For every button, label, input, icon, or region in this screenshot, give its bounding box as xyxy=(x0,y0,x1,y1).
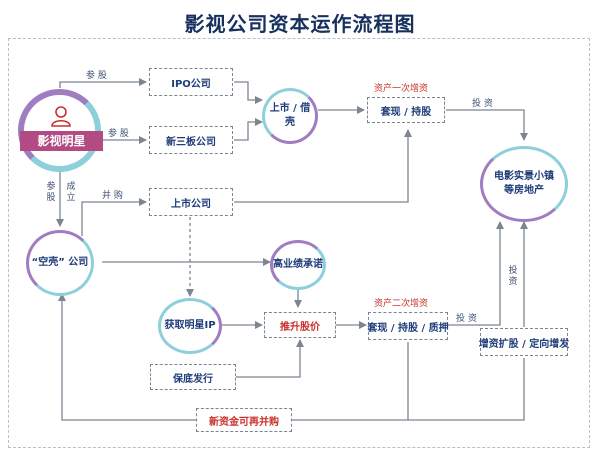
arrow-shell-listed xyxy=(81,198,147,236)
label-invest-2: 投 资 xyxy=(456,314,477,324)
listing-backdoor-node: 上市 / 借壳 xyxy=(262,88,318,144)
label-invest-share-3: 参股 xyxy=(46,182,56,203)
ipo-company-box: IPO公司 xyxy=(149,68,233,96)
label-invest-3: 投资 xyxy=(508,266,518,287)
arrow-ipo-listing xyxy=(234,81,263,104)
diagram-frame xyxy=(8,38,590,448)
label-first-increase: 资产一次增资 xyxy=(374,84,429,94)
person-icon xyxy=(51,106,71,127)
film-star-label: 影视明星 xyxy=(20,131,103,151)
arrow-star-ipo xyxy=(59,78,147,88)
page-title: 影视公司资本运作流程图 xyxy=(184,12,416,36)
label-invest-share-2: 参 股 xyxy=(108,129,129,139)
line-increase-loop xyxy=(408,358,525,421)
arrow-listed-cashout1 xyxy=(234,129,412,203)
real-estate-node: 电影实景小镇 等房地产 xyxy=(480,146,568,222)
new-funds-box: 新资金可再并购 xyxy=(196,408,292,432)
cashout-1-box: 套现 / 持股 xyxy=(367,97,445,123)
label-second-increase: 资产二次增资 xyxy=(374,299,429,309)
arrow-cashout1-realestate xyxy=(446,109,528,141)
shell-company-node: “空壳” 公司 xyxy=(26,230,94,296)
arrow-issue-raise xyxy=(236,339,304,378)
performance-promise-node: 高业绩承诺 xyxy=(270,240,326,290)
label-establish: 成立 xyxy=(66,182,76,203)
acquire-star-ip-node: 获取明星IP xyxy=(158,298,222,354)
listed-company-box: 上市公司 xyxy=(149,188,233,216)
neeq-company-box: 新三板公司 xyxy=(149,126,233,154)
label-merger: 并 购 xyxy=(102,191,123,201)
capital-increase-box: 增资扩股 / 定向增发 xyxy=(479,328,569,356)
arrow-neeq-listing xyxy=(234,118,263,141)
raise-price-box: 推升股价 xyxy=(264,312,336,338)
guaranteed-issue-box: 保底发行 xyxy=(150,364,236,390)
arrow-cashout2-realestate xyxy=(448,221,504,326)
label-invest-share-1: 参 股 xyxy=(86,71,107,81)
cashout-2-box: 套现 / 持股 / 质押 xyxy=(367,312,449,340)
film-star-company-node: 影视明星 xyxy=(18,89,103,172)
label-invest-1: 投 资 xyxy=(472,99,493,109)
arrow-loop-shell xyxy=(58,293,409,421)
